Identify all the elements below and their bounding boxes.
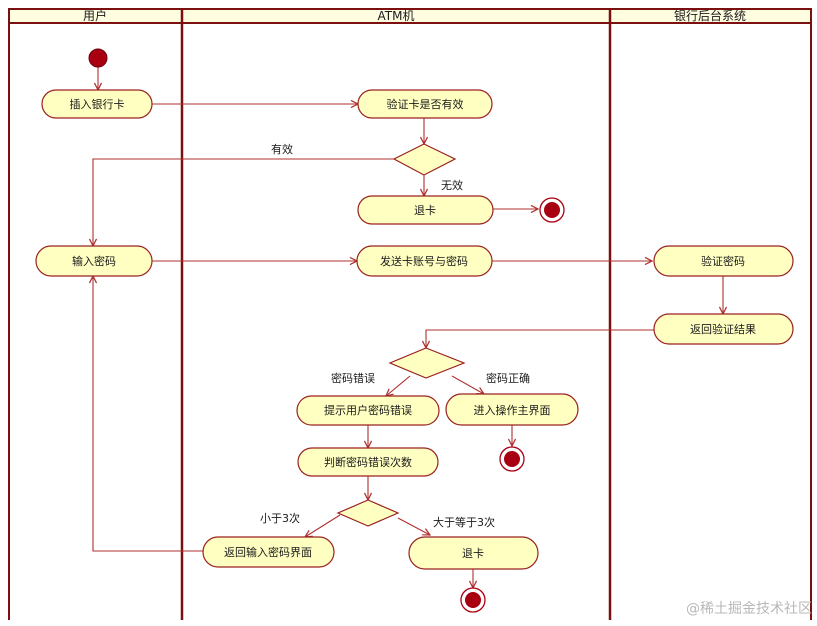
decision-card-valid xyxy=(392,143,457,176)
flow-d3-to-eject2 xyxy=(397,517,430,535)
decision-password-correct xyxy=(388,347,466,379)
activity-label: 退卡 xyxy=(462,547,484,560)
activity-verify-password xyxy=(653,245,794,277)
activity-eject-card-2 xyxy=(408,536,539,570)
activity-label: 进入操作主界面 xyxy=(474,403,551,417)
final-node-3 xyxy=(460,587,486,613)
guard-label-less-3: 小于3次 xyxy=(260,511,300,525)
activity-enter-password xyxy=(35,245,153,277)
activity-label: 发送卡账号与密码 xyxy=(380,254,468,268)
final-node-2 xyxy=(499,446,525,472)
activity-label: 返回输入密码界面 xyxy=(224,545,312,559)
flow-d1-valid-to-enter-pwd xyxy=(93,158,394,246)
activity-label: 退卡 xyxy=(414,204,436,217)
guard-label-invalid: 无效 xyxy=(441,178,463,192)
activity-label: 验证卡是否有效 xyxy=(387,97,464,111)
guard-label-ge-3: 大于等于3次 xyxy=(433,515,495,529)
lane-title-atm: ATM机 xyxy=(378,9,415,23)
activity-prompt-error xyxy=(296,395,440,426)
activity-eject-card xyxy=(357,195,494,225)
lane-title-user: 用户 xyxy=(83,8,107,23)
activity-count-errors xyxy=(297,447,439,477)
flow-d2-to-main-menu xyxy=(451,375,484,394)
guard-label-pwd-right: 密码正确 xyxy=(486,371,530,385)
decision-error-count xyxy=(336,499,400,527)
activity-return-result xyxy=(653,313,794,345)
guard-label-pwd-wrong: 密码错误 xyxy=(331,371,375,385)
final-node-1 xyxy=(539,197,565,223)
activity-label: 验证密码 xyxy=(701,254,745,268)
guard-label-valid: 有效 xyxy=(271,142,293,156)
flow-d2-to-prompt-error xyxy=(386,375,411,396)
activity-label: 提示用户密码错误 xyxy=(324,403,412,417)
activity-send-account-password xyxy=(356,245,493,277)
activity-return-input-screen xyxy=(202,536,335,568)
initial-node xyxy=(88,48,108,68)
flow-return-input-to-enter-pwd xyxy=(93,276,203,552)
activity-label: 输入密码 xyxy=(72,254,116,268)
lane-title-bank: 银行后台系统 xyxy=(674,8,746,23)
activity-label: 返回验证结果 xyxy=(690,322,756,336)
activity-main-menu xyxy=(445,393,579,426)
activity-verify-card xyxy=(357,89,493,119)
activity-label: 判断密码错误次数 xyxy=(324,455,412,469)
flow-return-result-to-d2 xyxy=(426,329,654,348)
activity-label: 插入银行卡 xyxy=(70,97,125,111)
watermark: @稀土掘金技术社区 xyxy=(686,601,812,617)
activity-insert-card xyxy=(41,89,153,119)
flow-d3-to-return-input xyxy=(305,514,341,537)
